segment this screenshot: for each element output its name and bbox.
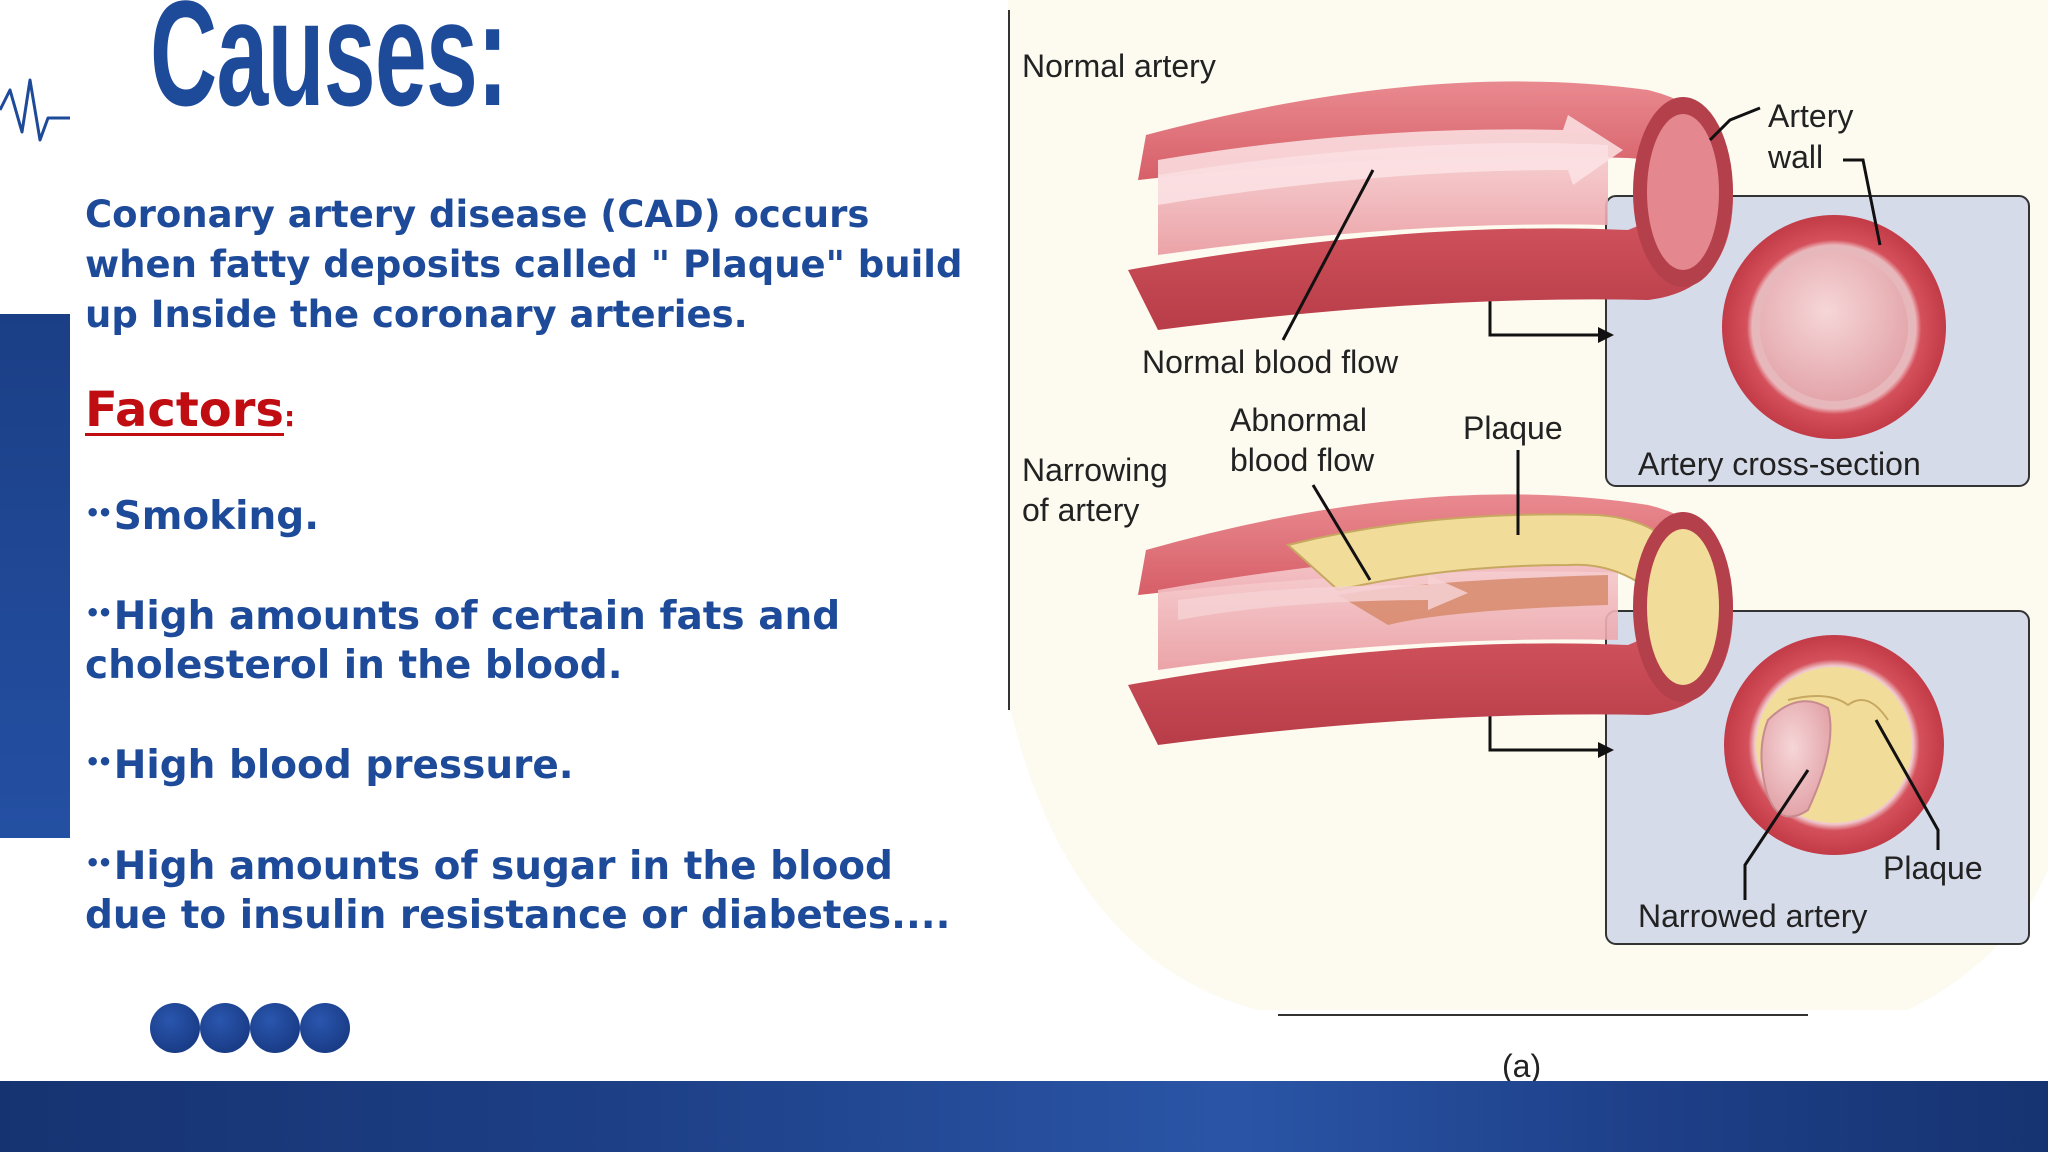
factor-text: High blood pressure. [113, 743, 574, 788]
factor-item: ••High amounts of sugar in the blood due… [85, 839, 985, 940]
label-narrowed-artery: Narrowed artery [1638, 898, 1868, 934]
heartbeat-line-icon [0, 78, 70, 142]
intro-text: Coronary artery disease (CAD) occurs whe… [85, 193, 963, 336]
dot-icon [200, 1003, 250, 1053]
factor-item: ••High blood pressure. [85, 738, 985, 790]
normal-vessel [1128, 81, 1733, 330]
bullet-icon: •• [85, 849, 113, 877]
label-artery-cross-section: Artery cross-section [1638, 446, 1921, 482]
label-narrowing-line2: of artery [1022, 492, 1140, 528]
bullet-icon: •• [85, 499, 113, 527]
dot-icon [150, 1003, 200, 1053]
factor-text: High amounts of certain fats and cholest… [85, 594, 841, 688]
factor-item: ••High amounts of certain fats and chole… [85, 589, 985, 690]
label-plaque-bottom: Plaque [1883, 850, 1983, 886]
artery-diagram: Normal artery Artery wall Normal blood f… [1008, 0, 2048, 1084]
label-abnormal-blood-flow-line1: Abnormal [1230, 402, 1367, 438]
artery-illustration [1008, 0, 2048, 1016]
factor-text: High amounts of sugar in the blood due t… [85, 844, 951, 938]
factor-text: Smoking. [113, 494, 320, 539]
factors-heading: Factors: [85, 380, 295, 447]
label-narrowing-line1: Narrowing [1022, 452, 1168, 488]
dot-icon [300, 1003, 350, 1053]
label-normal-blood-flow: Normal blood flow [1142, 344, 1399, 380]
label-plaque-top: Plaque [1463, 410, 1563, 446]
left-accent-bar [0, 314, 70, 838]
label-artery-wall-line2: wall [1768, 139, 1824, 175]
dot-icon [250, 1003, 300, 1053]
factor-item: ••Smoking. [85, 489, 985, 541]
label-abnormal-blood-flow-line2: blood flow [1230, 442, 1375, 478]
factors-heading-text: Factors [85, 382, 284, 438]
bullet-icon: •• [85, 599, 113, 627]
label-caption: (a) [1502, 1048, 1542, 1084]
bullet-icon: •• [85, 748, 113, 776]
factors-heading-colon: : [283, 400, 296, 433]
label-normal-artery: Normal artery [1022, 48, 1216, 84]
label-artery-wall-line1: Artery [1768, 98, 1854, 134]
slide-title: Causes: [150, 0, 508, 137]
narrowed-vessel [1128, 494, 1733, 745]
footer-bar [0, 1081, 2048, 1152]
